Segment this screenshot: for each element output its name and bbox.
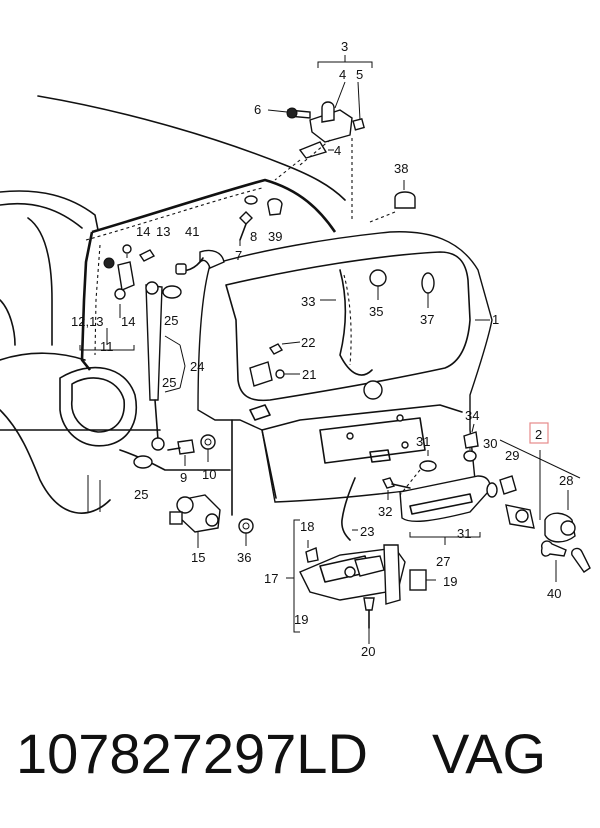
callout-32: 32 — [378, 504, 392, 519]
callout-28: 28 — [559, 473, 573, 488]
tailgate-panel — [197, 231, 493, 503]
callout-23: 23 — [360, 524, 374, 539]
callout-labels: 3 4 5 6 4 38 8 39 7 14 13 41 12,13 14 11… — [71, 39, 573, 659]
callout-19-left: 19 — [294, 612, 308, 627]
lock-cylinder-group — [486, 422, 591, 582]
small-fasteners-top — [239, 195, 283, 246]
callout-40: 40 — [547, 586, 561, 601]
plug-34 — [463, 423, 479, 449]
bumper-stop-38 — [369, 180, 416, 223]
strut-bracket — [79, 244, 156, 351]
callout-34: 34 — [465, 408, 479, 423]
part-number-caption: 107827297LD — [16, 722, 368, 785]
callout-18: 18 — [300, 519, 314, 534]
callout-19-right: 19 — [443, 574, 457, 589]
cable-and-clips — [133, 249, 225, 469]
window-parts — [320, 269, 490, 321]
callout-4: 4 — [339, 67, 346, 82]
callout-25-mid: 25 — [162, 375, 176, 390]
callout-30: 30 — [483, 436, 497, 451]
callout-17: 17 — [264, 571, 278, 586]
callout-25-low: 25 — [134, 487, 148, 502]
callout-14-top: 14 — [136, 224, 150, 239]
callout-21: 21 — [302, 367, 316, 382]
callout-13: 13 — [156, 224, 170, 239]
gas-strut — [145, 281, 186, 451]
callout-10: 10 — [202, 467, 216, 482]
callout-2: 2 — [535, 427, 542, 442]
callout-35: 35 — [369, 304, 383, 319]
callout-9: 9 — [180, 470, 187, 485]
callout-31-top: 31 — [416, 434, 430, 449]
rod-23 — [341, 477, 358, 541]
callout-20: 20 — [361, 644, 375, 659]
callout-41: 41 — [185, 224, 199, 239]
buffer-36 — [231, 419, 254, 546]
callout-24: 24 — [190, 359, 204, 374]
callout-12-13: 12,13 — [71, 314, 104, 329]
callout-29: 29 — [505, 448, 519, 463]
callout-38: 38 — [394, 161, 408, 176]
callout-4-lower: 4 — [334, 143, 341, 158]
hinge-assembly — [267, 55, 373, 222]
callout-27: 27 — [436, 554, 450, 569]
callout-14: 14 — [121, 314, 135, 329]
latch-assembly — [286, 519, 436, 644]
callout-3: 3 — [341, 39, 348, 54]
callout-36: 36 — [237, 550, 251, 565]
callout-33: 33 — [301, 294, 315, 309]
actuator-15 — [169, 494, 221, 548]
callout-6: 6 — [254, 102, 261, 117]
handle-assembly — [381, 440, 491, 545]
callout-25-top: 25 — [164, 313, 178, 328]
car-body-outline — [0, 95, 346, 514]
bracket-21-22 — [249, 341, 301, 387]
bolt-9-washer-10 — [167, 434, 216, 466]
callout-8: 8 — [250, 229, 257, 244]
callout-5: 5 — [356, 67, 363, 82]
callout-1: 1 — [492, 312, 499, 327]
callout-31-low: 31 — [457, 526, 471, 541]
callout-39: 39 — [268, 229, 282, 244]
highlight-box-2 — [529, 422, 549, 444]
callout-37: 37 — [420, 312, 434, 327]
callout-7: 7 — [235, 248, 242, 263]
callout-15: 15 — [191, 550, 205, 565]
callout-22: 22 — [301, 335, 315, 350]
callout-11: 11 — [100, 339, 114, 354]
brand-caption: VAG — [432, 722, 547, 785]
